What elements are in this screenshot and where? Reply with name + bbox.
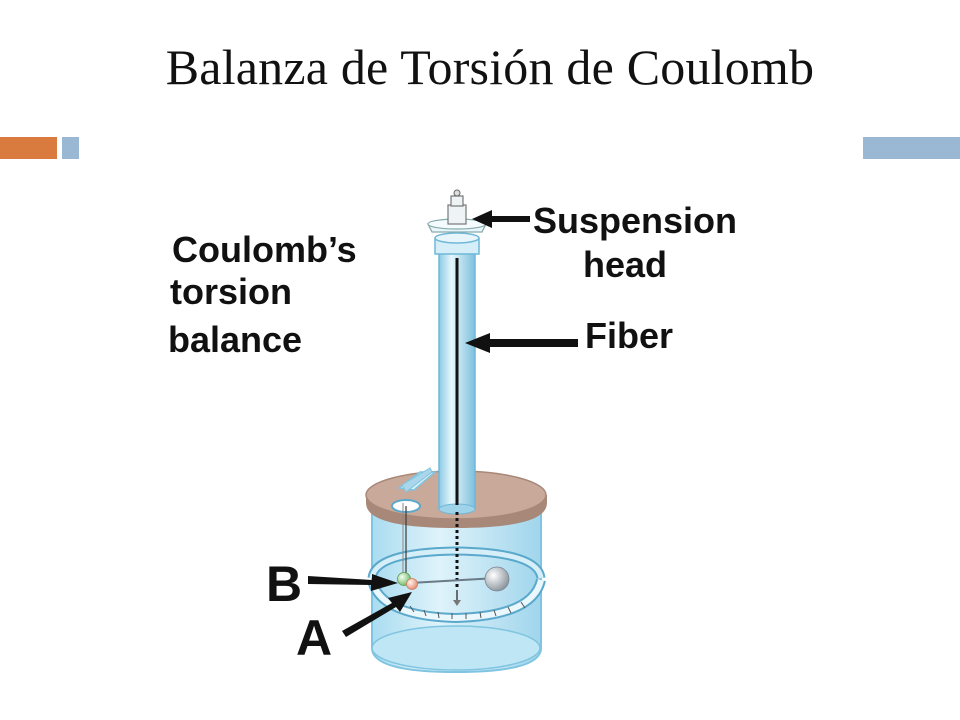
label-b: B (266, 556, 302, 612)
label-title-line1: Coulomb’s (172, 229, 357, 270)
arrow-fiber (465, 333, 578, 353)
arrow-suspension-head (472, 210, 530, 228)
decor-bar-left-orange (0, 137, 57, 159)
label-title-line3: balance (168, 319, 302, 360)
label-suspension-line1: Suspension (533, 200, 737, 241)
page-title: Balanza de Torsión de Coulomb (165, 39, 815, 95)
fiber (453, 258, 461, 606)
decor-bar-right-blue (863, 137, 960, 159)
glass-jar (371, 502, 542, 674)
arrow-b (308, 574, 398, 591)
label-a: A (296, 610, 332, 666)
torsion-rod (397, 566, 510, 592)
decor-square-blue (62, 137, 79, 159)
label-arrows (308, 210, 578, 637)
label-title-line2: torsion (170, 271, 292, 312)
suspension-head (426, 189, 488, 255)
arrow-a (342, 592, 412, 637)
ball-b-rod (397, 467, 438, 578)
ball-a (406, 578, 418, 590)
label-fiber: Fiber (585, 315, 673, 356)
label-suspension-line2: head (583, 244, 667, 285)
counterweight-ball (484, 566, 510, 592)
